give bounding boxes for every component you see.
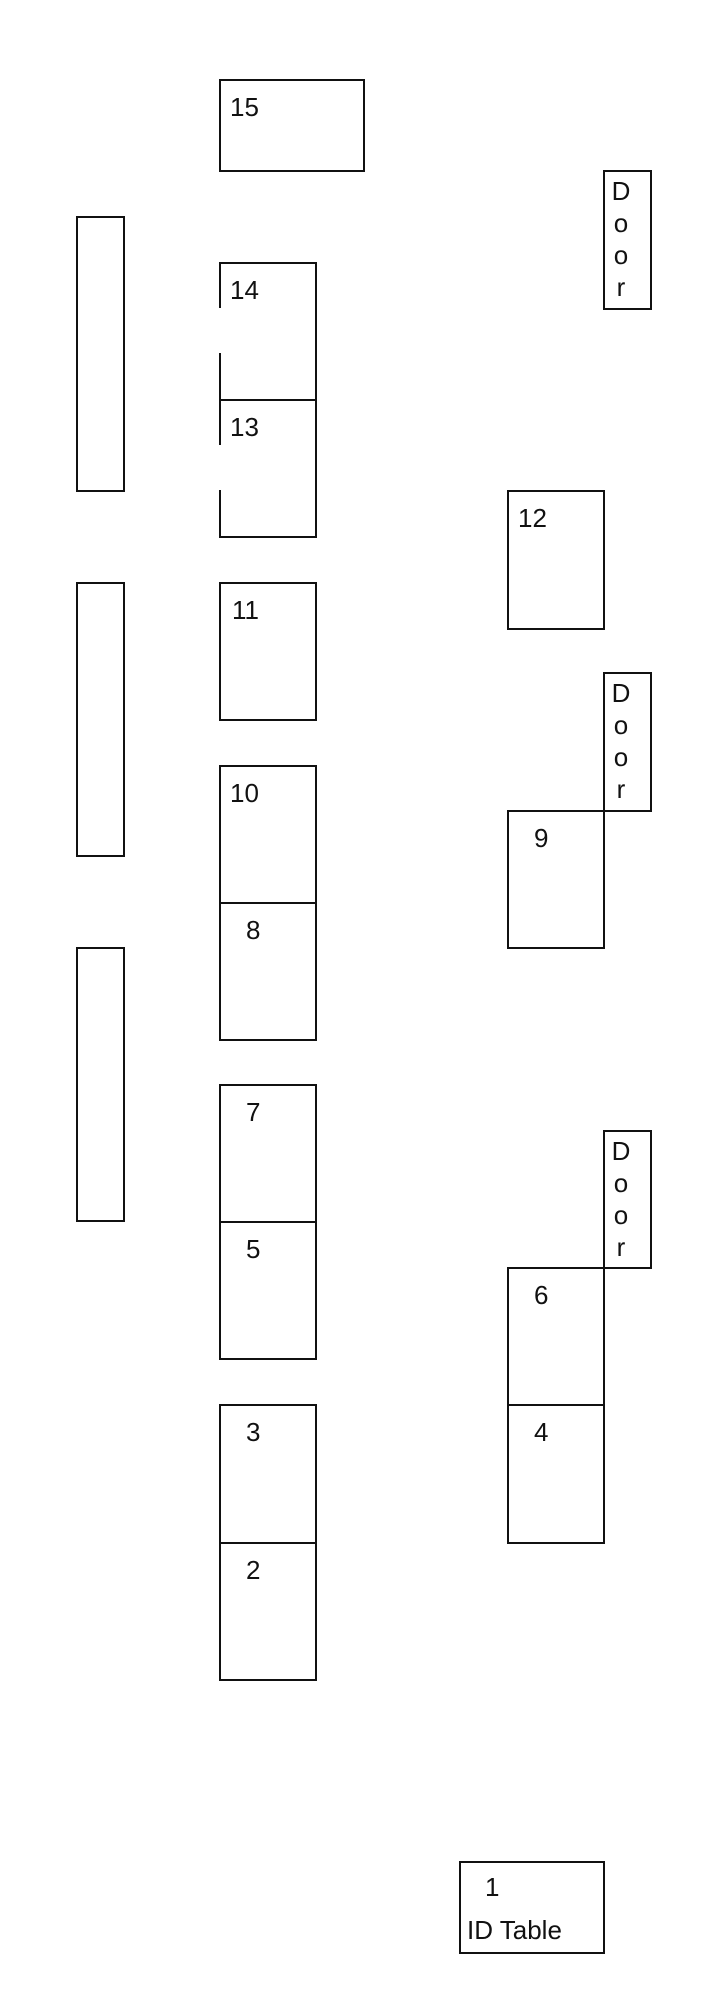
table-12: 12	[507, 490, 605, 630]
table-label: 11	[232, 595, 259, 625]
door-2: D o o r	[603, 672, 652, 812]
table-5: 5	[219, 1221, 317, 1360]
table-label: 5	[246, 1234, 261, 1264]
door-letter: o	[613, 240, 629, 270]
door-letter: o	[613, 1168, 629, 1198]
id-table-label: ID Table	[467, 1915, 562, 1945]
table-label: 12	[518, 503, 547, 533]
table-10: 10	[219, 765, 317, 904]
table-9: 9	[507, 810, 605, 949]
door-letter: D	[611, 678, 631, 708]
table-11: 11	[219, 582, 317, 721]
table-4: 4	[507, 1404, 605, 1544]
table-label: 9	[534, 823, 549, 853]
table-13: 13	[219, 399, 317, 538]
table-6: 6	[507, 1267, 605, 1406]
table-label: 2	[246, 1555, 261, 1585]
door-letter: o	[613, 1200, 629, 1230]
door-letter: r	[616, 774, 626, 804]
table-13-opening	[217, 445, 221, 490]
table-label: 10	[230, 778, 259, 808]
table-label: 3	[246, 1417, 261, 1447]
id-table: 1 ID Table	[459, 1861, 605, 1954]
door-letter: o	[613, 208, 629, 238]
table-label: 6	[534, 1280, 549, 1310]
table-label: 8	[246, 915, 261, 945]
door-letter: o	[613, 710, 629, 740]
door-letter: r	[616, 272, 626, 302]
table-15: 15	[219, 79, 365, 172]
door-3: D o o r	[603, 1130, 652, 1269]
table-2: 2	[219, 1542, 317, 1681]
side-bench-1	[76, 216, 125, 492]
table-label: 1	[485, 1872, 500, 1902]
table-14-opening	[217, 308, 221, 353]
table-8: 8	[219, 902, 317, 1041]
table-label: 14	[230, 275, 259, 305]
table-label: 7	[246, 1097, 261, 1127]
door-letter: r	[616, 1232, 626, 1262]
side-bench-2	[76, 582, 125, 857]
door-1: D o o r	[603, 170, 652, 310]
table-7: 7	[219, 1084, 317, 1223]
table-label: 15	[230, 92, 259, 122]
table-label: 4	[534, 1417, 549, 1447]
side-bench-3	[76, 947, 125, 1222]
table-label: 13	[230, 412, 259, 442]
table-3: 3	[219, 1404, 317, 1544]
door-letter: o	[613, 742, 629, 772]
table-14: 14	[219, 262, 317, 401]
door-letter: D	[611, 1136, 631, 1166]
door-letter: D	[611, 176, 631, 206]
